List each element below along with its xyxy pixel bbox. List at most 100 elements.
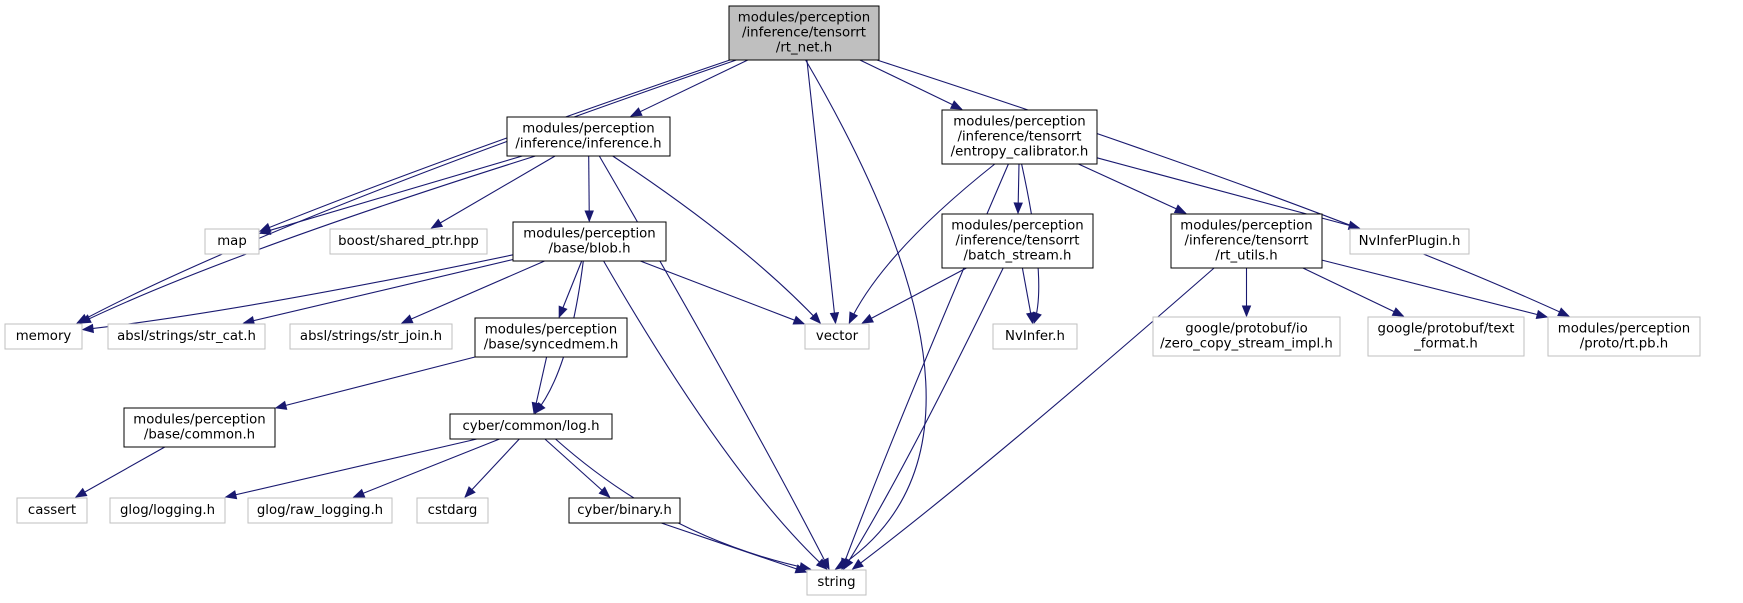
arrowhead-rt_utils-to-proto xyxy=(1535,309,1549,319)
node-label-syncedmem-line-1: /base/syncedmem.h xyxy=(484,338,619,353)
node-box-memory xyxy=(4,323,83,350)
edge-log-to-binary xyxy=(544,438,610,498)
edge-binary-to-string xyxy=(661,522,807,573)
node-box-inference xyxy=(506,116,671,157)
node-box-rt_net xyxy=(728,5,880,61)
edge-rt_net-to-vector xyxy=(806,59,837,324)
edge-batch_stream-to-vector xyxy=(862,267,967,324)
arrowhead-blob-to-memory xyxy=(81,323,94,334)
node-box-string xyxy=(806,569,867,596)
arrowhead-blob-to-str_cat xyxy=(242,315,256,326)
edge-rt_utils-to-string xyxy=(852,267,1215,570)
node-label-entropy-line-2: /entropy_calibrator.h xyxy=(951,145,1089,160)
node-box-rt_utils xyxy=(1170,213,1323,269)
node-binary[interactable]: cyber/binary.h xyxy=(568,497,681,524)
node-vector: vector xyxy=(804,323,870,350)
arrowhead-inference-to-memory xyxy=(79,314,92,324)
node-rt_net[interactable]: modules/perception/inference/tensorrt/rt… xyxy=(728,5,880,61)
arrowhead-rt_net-to-proto xyxy=(1557,307,1570,317)
node-label-rt_net-line-2: /rt_net.h xyxy=(776,41,832,56)
node-label-common-line-0: modules/perception xyxy=(133,413,265,428)
edge-rt_net-to-entropy xyxy=(859,59,962,110)
node-box-str_cat xyxy=(107,323,266,350)
arrowhead-log-to-raw_logging xyxy=(352,488,366,498)
node-blob[interactable]: modules/perception/base/blob.h xyxy=(512,221,667,262)
node-label-map-line-0: map xyxy=(217,234,247,249)
edge-batch_stream-to-string xyxy=(843,267,1004,570)
node-label-vector-line-0: vector xyxy=(816,329,859,344)
edges-layer xyxy=(74,59,1570,574)
arrowhead-inference-to-blob xyxy=(584,210,594,223)
arrowhead-log-to-glog xyxy=(224,490,238,500)
arrowhead-blob-to-syncedmem xyxy=(558,305,568,319)
node-label-log-line-0: cyber/common/log.h xyxy=(462,419,599,434)
arrowhead-rt_utils-to-string xyxy=(851,558,864,570)
edge-common-to-cassert xyxy=(75,446,166,498)
edge-log-to-cstdarg xyxy=(464,438,520,498)
node-box-syncedmem xyxy=(474,317,628,358)
arrowhead-blob-to-str_join xyxy=(400,314,414,324)
edge-log-to-glog xyxy=(225,438,478,498)
node-label-common-line-1: /base/common.h xyxy=(144,428,255,443)
edge-rt_net-to-inference xyxy=(630,59,749,117)
node-box-glog xyxy=(109,497,226,524)
node-label-inference-line-1: /inference/inference.h xyxy=(515,137,661,152)
node-log[interactable]: cyber/common/log.h xyxy=(449,413,613,440)
node-syncedmem[interactable]: modules/perception/base/syncedmem.h xyxy=(474,317,628,358)
node-rt_utils[interactable]: modules/perception/inference/tensorrt/rt… xyxy=(1170,213,1323,269)
edge-inference-to-vector xyxy=(612,155,821,324)
arrowhead-batch_stream-to-nvinfer xyxy=(1025,311,1036,325)
node-label-memory-line-0: memory xyxy=(16,329,72,344)
arrowhead-blob-to-string xyxy=(815,558,828,570)
node-nvinferplugin: NvInferPlugin.h xyxy=(1349,228,1470,255)
edge-rt_net-to-proto xyxy=(876,59,1569,317)
arrowhead-entropy-to-rt_utils xyxy=(1173,204,1187,214)
node-entropy[interactable]: modules/perception/inference/tensorrt/en… xyxy=(941,109,1098,165)
node-label-binary-line-0: cyber/binary.h xyxy=(577,503,672,518)
arrowhead-rt_net-to-vector xyxy=(829,312,840,325)
arrowhead-log-to-cstdarg xyxy=(464,486,476,498)
arrowhead-syncedmem-to-log xyxy=(531,401,541,415)
node-label-str_cat-line-0: absl/strings/str_cat.h xyxy=(117,329,256,344)
node-nvinfer: NvInfer.h xyxy=(992,323,1078,350)
node-label-rt_utils-line-0: modules/perception xyxy=(1180,219,1312,234)
node-memory: memory xyxy=(4,323,83,350)
edge-blob-to-vector xyxy=(640,260,805,325)
arrowhead-inference-to-vector xyxy=(809,312,822,324)
edge-blob-to-memory xyxy=(82,254,514,331)
arrowhead-rt_net-to-inference xyxy=(629,107,643,117)
node-box-shared_ptr xyxy=(329,228,488,255)
node-label-inference-line-0: modules/perception xyxy=(522,122,654,137)
node-label-rt_utils-line-1: /inference/tensorrt xyxy=(1184,234,1308,249)
node-box-text_format xyxy=(1367,316,1525,357)
node-box-cassert xyxy=(16,497,88,524)
node-batch_stream[interactable]: modules/perception/inference/tensorrt/ba… xyxy=(941,213,1094,269)
edge-rt_utils-to-text_format xyxy=(1302,267,1404,317)
node-label-rt_utils-line-2: /rt_utils.h xyxy=(1215,249,1277,264)
node-label-batch_stream-line-0: modules/perception xyxy=(951,219,1083,234)
edge-entropy-to-vector xyxy=(848,163,996,324)
node-label-text_format-line-1: _format.h xyxy=(1413,337,1478,352)
edge-inference-to-shared_ptr xyxy=(431,155,556,229)
arrowhead-batch_stream-to-string xyxy=(842,557,854,571)
edge-inference-to-memory xyxy=(80,155,536,324)
arrowhead-entropy-to-vector xyxy=(848,311,859,325)
node-label-blob-line-1: /base/blob.h xyxy=(548,242,630,257)
edge-syncedmem-to-common xyxy=(275,356,476,409)
node-label-nvinferplugin-line-0: NvInferPlugin.h xyxy=(1359,234,1461,249)
arrowhead-batch_stream-to-vector xyxy=(861,313,874,324)
node-label-batch_stream-line-1: /inference/tensorrt xyxy=(955,234,1079,249)
node-box-proto xyxy=(1547,316,1701,357)
edge-entropy-to-rt_utils xyxy=(1078,163,1186,214)
node-label-string-line-0: string xyxy=(817,575,855,590)
node-string: string xyxy=(806,569,867,596)
node-box-batch_stream xyxy=(941,213,1094,269)
node-inference[interactable]: modules/perception/inference/inference.h xyxy=(506,116,671,157)
arrowhead-blob-to-vector xyxy=(792,315,806,325)
node-map: map xyxy=(204,228,260,255)
edge-blob-to-str_join xyxy=(401,260,545,324)
node-label-rt_net-line-0: modules/perception xyxy=(738,11,870,26)
edge-inference-to-blob xyxy=(588,155,590,222)
node-label-text_format-line-0: google/protobuf/text xyxy=(1378,322,1515,337)
node-common[interactable]: modules/perception/base/common.h xyxy=(123,407,276,448)
